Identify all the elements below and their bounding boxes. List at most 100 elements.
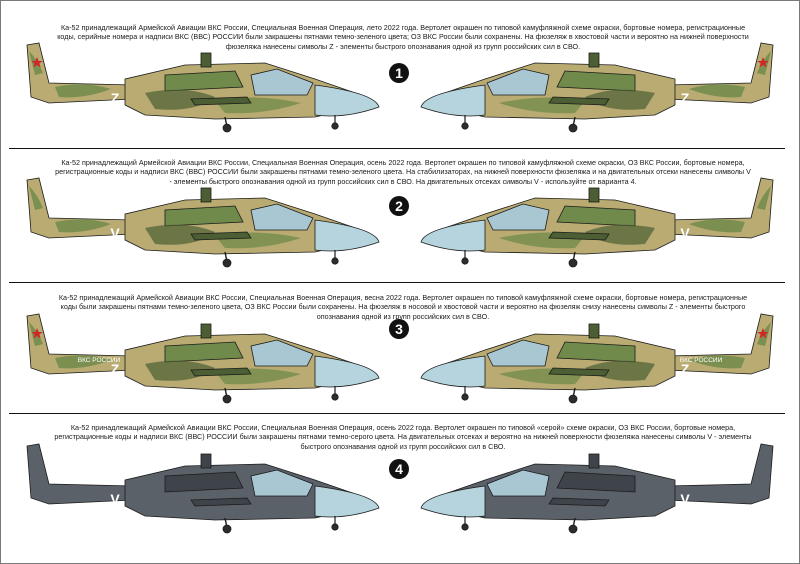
rotor-mast bbox=[200, 52, 212, 68]
nose-gear-wheel bbox=[331, 122, 339, 130]
canopy bbox=[486, 203, 550, 231]
variant-description: Ка-52 принадлежащий Армейской Авиации ВК… bbox=[54, 423, 752, 451]
helicopter-drawing: V bbox=[420, 443, 774, 534]
landing-gear-wheel bbox=[568, 123, 578, 133]
stub-wing bbox=[190, 96, 252, 106]
id-symbol: Z bbox=[111, 90, 120, 106]
stub-wing bbox=[190, 367, 252, 377]
rotor-mast bbox=[588, 323, 600, 339]
stub-wing bbox=[548, 96, 610, 106]
stub-wing bbox=[548, 367, 610, 377]
red-star-insignia bbox=[757, 57, 769, 68]
helicopter-right-profile: V bbox=[405, 158, 785, 270]
camo-patch bbox=[689, 219, 745, 233]
helicopter-left-profile: Z bbox=[15, 23, 395, 135]
id-symbol: V bbox=[680, 491, 690, 507]
variant-number-badge: 1 bbox=[389, 63, 409, 83]
nose-radome bbox=[314, 355, 380, 388]
camo-patch bbox=[757, 186, 771, 210]
camo-patch bbox=[689, 84, 745, 98]
nose-gear-wheel bbox=[461, 523, 469, 531]
nose-radome bbox=[420, 485, 486, 518]
engine-nacelle bbox=[556, 205, 636, 227]
side-inscription: ВКС РОССИИ bbox=[78, 357, 121, 364]
nose-gear-wheel bbox=[331, 257, 339, 265]
nose-gear-wheel bbox=[461, 393, 469, 401]
variant-description: Ка-52 принадлежащий Армейской Авиации ВК… bbox=[55, 158, 751, 186]
helicopter-body-group bbox=[420, 42, 774, 133]
landing-gear-wheel bbox=[568, 258, 578, 268]
canopy bbox=[250, 469, 314, 497]
landing-gear-wheel bbox=[222, 258, 232, 268]
id-symbol: V bbox=[110, 225, 120, 241]
nose-gear-wheel bbox=[461, 257, 469, 265]
red-star-insignia bbox=[757, 328, 769, 339]
helicopter-left-profile: V bbox=[15, 158, 395, 270]
stub-wing bbox=[190, 231, 252, 241]
camo-patch bbox=[29, 186, 43, 210]
canopy bbox=[486, 339, 550, 367]
id-symbol: V bbox=[680, 225, 690, 241]
rotor-mast bbox=[200, 187, 212, 203]
helicopter-drawing: Z bbox=[420, 42, 774, 133]
variant-number-badge: 4 bbox=[389, 459, 409, 479]
id-symbol: Z bbox=[681, 361, 690, 377]
helicopter-left-profile: V bbox=[15, 424, 395, 536]
helicopter-body-group bbox=[26, 42, 380, 133]
canopy bbox=[486, 68, 550, 96]
rotor-mast bbox=[588, 187, 600, 203]
helicopter-drawing: Z bbox=[26, 42, 380, 133]
variant-description: Ка-52 принадлежащий Армейской Авиации ВК… bbox=[57, 23, 749, 51]
helicopter-right-profile: V bbox=[405, 424, 785, 536]
side-inscription: ВКС РОССИИ bbox=[680, 357, 723, 364]
canopy bbox=[250, 68, 314, 96]
helicopter-body-group bbox=[26, 177, 380, 268]
id-symbol: Z bbox=[681, 90, 690, 106]
landing-gear-wheel bbox=[568, 524, 578, 534]
variant-number-badge: 2 bbox=[389, 196, 409, 216]
engine-nacelle bbox=[556, 471, 636, 493]
helicopter-body-group bbox=[420, 443, 774, 534]
camo-patch bbox=[689, 355, 745, 369]
nose-radome bbox=[420, 84, 486, 117]
helicopter-body-group bbox=[420, 177, 774, 268]
helicopter-body-group bbox=[26, 443, 380, 534]
red-star-insignia bbox=[31, 57, 43, 68]
stub-wing bbox=[548, 497, 610, 507]
canopy bbox=[250, 203, 314, 231]
id-symbol: Z bbox=[111, 361, 120, 377]
section-divider bbox=[9, 282, 785, 283]
id-symbol: V bbox=[110, 491, 120, 507]
nose-radome bbox=[314, 219, 380, 252]
camo-patch bbox=[55, 84, 111, 98]
canopy bbox=[250, 339, 314, 367]
red-star-insignia bbox=[31, 328, 43, 339]
helicopter-right-profile: Z bbox=[405, 23, 785, 135]
section-divider bbox=[9, 413, 785, 414]
section-divider bbox=[9, 148, 785, 149]
rotor-mast bbox=[200, 453, 212, 469]
engine-nacelle bbox=[164, 205, 244, 227]
nose-gear-wheel bbox=[331, 393, 339, 401]
engine-nacelle bbox=[556, 70, 636, 92]
stub-wing bbox=[548, 231, 610, 241]
stub-wing bbox=[190, 497, 252, 507]
helicopter-body-group bbox=[420, 313, 774, 404]
helicopter-drawing: V bbox=[26, 443, 380, 534]
nose-gear-wheel bbox=[461, 122, 469, 130]
engine-nacelle bbox=[164, 471, 244, 493]
variant-number-badge: 3 bbox=[389, 319, 409, 339]
nose-gear-wheel bbox=[331, 523, 339, 531]
engine-nacelle bbox=[556, 341, 636, 363]
nose-radome bbox=[420, 355, 486, 388]
landing-gear-wheel bbox=[222, 524, 232, 534]
helicopter-drawing: V bbox=[420, 177, 774, 268]
rotor-mast bbox=[588, 453, 600, 469]
canopy bbox=[486, 469, 550, 497]
rotor-mast bbox=[588, 52, 600, 68]
